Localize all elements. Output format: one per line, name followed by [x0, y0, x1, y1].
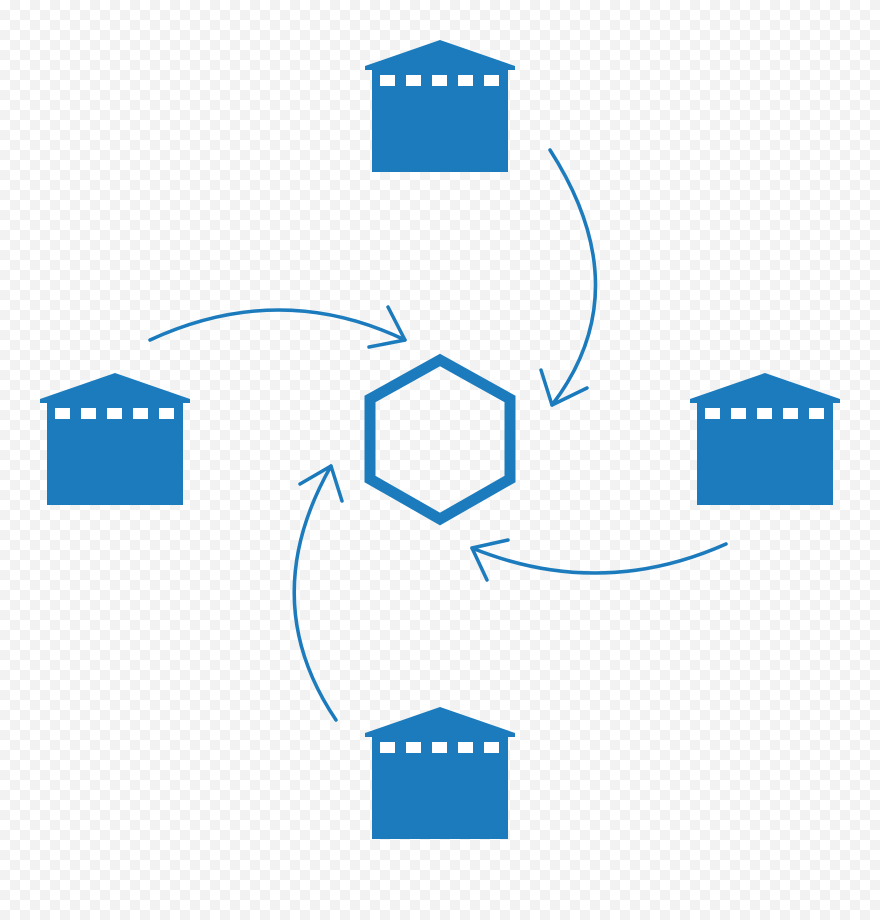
- warehouse-icon-top: [365, 40, 515, 172]
- warehouse-roof: [365, 707, 515, 737]
- warehouse-window: [484, 75, 499, 86]
- warehouse-window: [159, 408, 174, 419]
- warehouse-window: [432, 742, 447, 753]
- warehouse-window: [406, 742, 421, 753]
- warehouse-window: [809, 408, 824, 419]
- warehouse-window: [55, 408, 70, 419]
- arrow-top-to-hub: [539, 148, 598, 407]
- warehouse-roof: [365, 40, 515, 70]
- warehouse-window: [81, 408, 96, 419]
- warehouse-icon-bottom: [365, 707, 515, 839]
- warehouse-window: [133, 408, 148, 419]
- warehouse-window: [783, 408, 798, 419]
- warehouse-roof: [690, 373, 840, 403]
- warehouse-window: [107, 408, 122, 419]
- warehouse-window: [757, 408, 772, 419]
- warehouse-icon-left: [40, 373, 190, 505]
- warehouse-window: [484, 742, 499, 753]
- warehouse-window: [432, 75, 447, 86]
- hub-hexagon-icon: [364, 353, 516, 526]
- arrow-left-to-hub: [148, 305, 407, 349]
- warehouse-window: [406, 75, 421, 86]
- warehouse-window: [731, 408, 746, 419]
- warehouse-window: [458, 75, 473, 86]
- warehouse-roof: [40, 373, 190, 403]
- warehouse-icon-right: [690, 373, 840, 505]
- arrow-bottom-to-hub: [292, 464, 344, 722]
- warehouse-window: [380, 742, 395, 753]
- warehouse-window: [458, 742, 473, 753]
- warehouse-window: [705, 408, 720, 419]
- arrow-right-to-hub: [470, 538, 728, 582]
- warehouse-window: [380, 75, 395, 86]
